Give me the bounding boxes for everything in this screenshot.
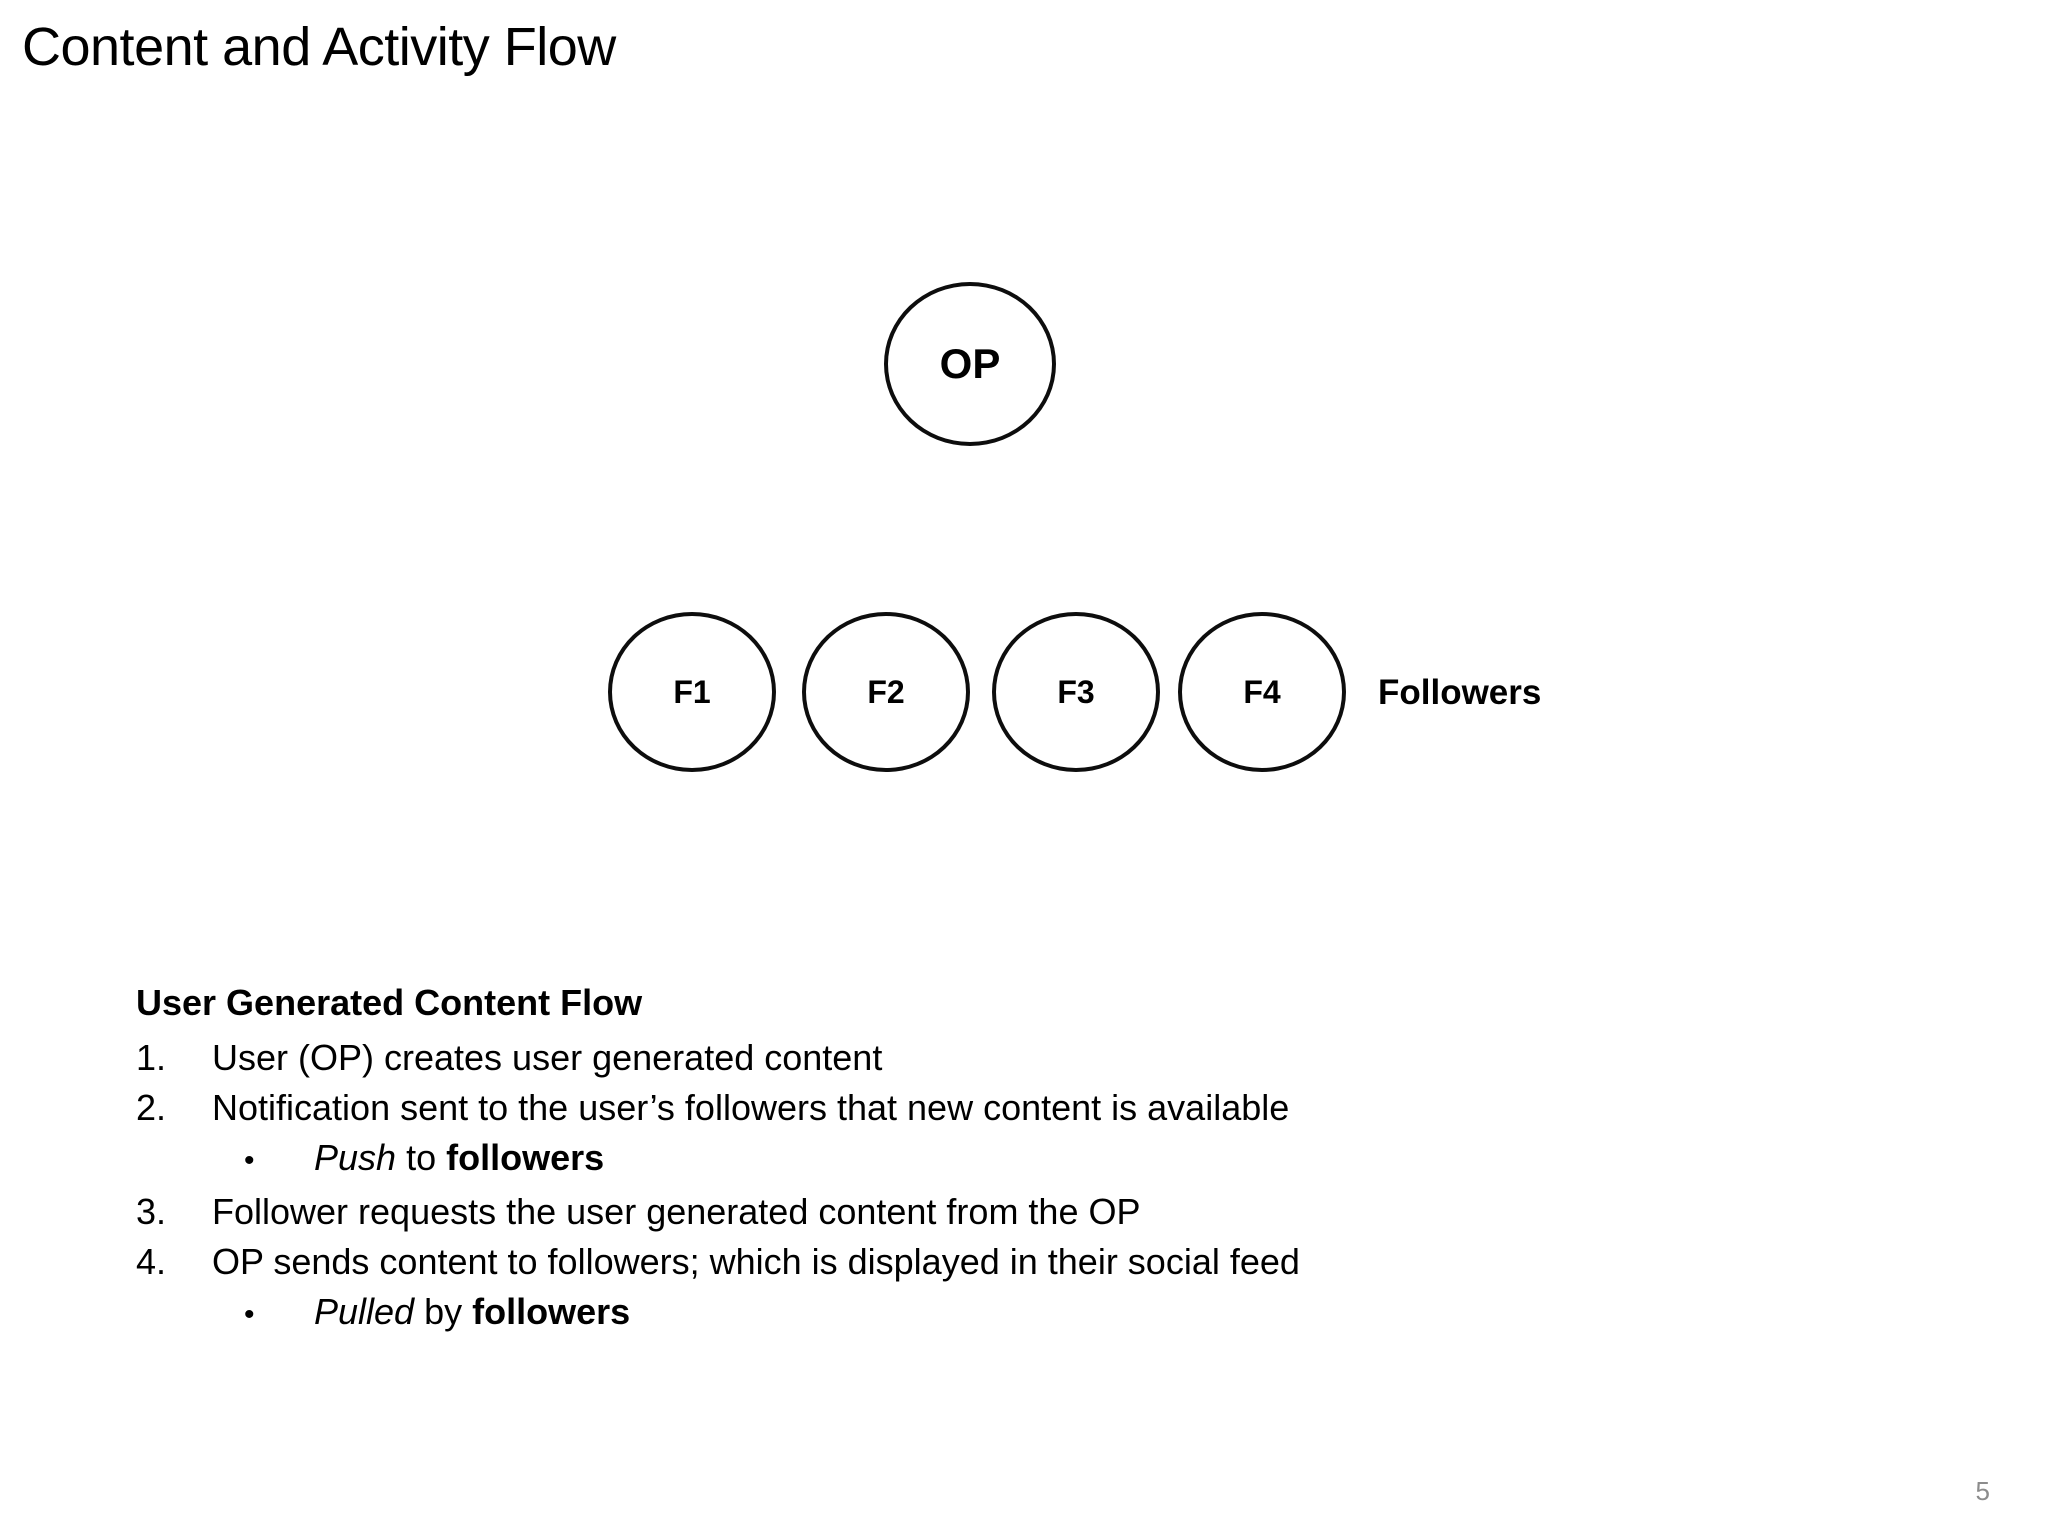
user-generated-content-flow-block: User Generated Content Flow 1. User (OP)… xyxy=(136,982,1636,1344)
node-f1[interactable]: F1 xyxy=(608,612,776,772)
sub-item-pulled-strong: followers xyxy=(472,1291,631,1332)
sub-list-item-push-text: Push to followers xyxy=(314,1136,1636,1180)
sub-item-pulled-middle: by xyxy=(414,1291,473,1332)
list-item-1-marker: 1. xyxy=(136,1037,167,1079)
node-f3-label: F3 xyxy=(1057,674,1095,710)
node-op[interactable]: OP xyxy=(884,282,1056,446)
body-heading: User Generated Content Flow xyxy=(136,982,643,1023)
list-item-4-marker: 4. xyxy=(136,1241,167,1283)
list-item-4-text: OP sends content to followers; which is … xyxy=(212,1241,1300,1283)
followers-group-caption: Followers xyxy=(1378,673,1542,712)
page-title: Content and Activity Flow xyxy=(22,17,616,77)
node-f4[interactable]: F4 xyxy=(1178,612,1346,772)
node-f1-label: F1 xyxy=(673,674,711,710)
bullet-icon: • xyxy=(244,1144,255,1178)
list-item-2: 2. Notification sent to the user’s follo… xyxy=(136,1086,1636,1130)
sub-item-pulled-emphasis: Pulled xyxy=(314,1291,415,1332)
list-item-4: 4. OP sends content to followers; which … xyxy=(136,1240,1636,1284)
node-f2[interactable]: F2 xyxy=(802,612,970,772)
list-item-2-marker: 2. xyxy=(136,1087,167,1129)
node-f2-label: F2 xyxy=(867,674,905,710)
sub-item-push-middle: to xyxy=(396,1137,447,1179)
list-item-1-text: User (OP) creates user generated content xyxy=(212,1037,883,1079)
node-op-label: OP xyxy=(939,340,1001,387)
list-item-3-marker: 3. xyxy=(136,1191,167,1233)
node-f3[interactable]: F3 xyxy=(992,612,1160,772)
list-item-3: 3. Follower requests the user generated … xyxy=(136,1190,1636,1234)
bullet-icon: • xyxy=(244,1298,255,1331)
node-f4-label: F4 xyxy=(1243,674,1281,710)
sub-list-item-pulled-text: Pulled by followers xyxy=(314,1290,1636,1334)
sub-list-item-pulled: • Pulled by followers xyxy=(136,1290,1636,1334)
list-item-3-text: Follower requests the user generated con… xyxy=(212,1191,1141,1233)
list-item-2-text: Notification sent to the user’s follower… xyxy=(212,1087,1290,1129)
sub-item-push-emphasis: Push xyxy=(314,1137,397,1179)
list-item-1: 1. User (OP) creates user generated cont… xyxy=(136,1036,1636,1080)
sub-list-item-push: • Push to followers xyxy=(136,1136,1636,1180)
content-activity-flow-diagram: OP F1 F2 F3 F4 Followers xyxy=(608,282,1542,772)
page-number: 5 xyxy=(1975,1476,1990,1506)
sub-item-push-strong: followers xyxy=(446,1137,605,1179)
